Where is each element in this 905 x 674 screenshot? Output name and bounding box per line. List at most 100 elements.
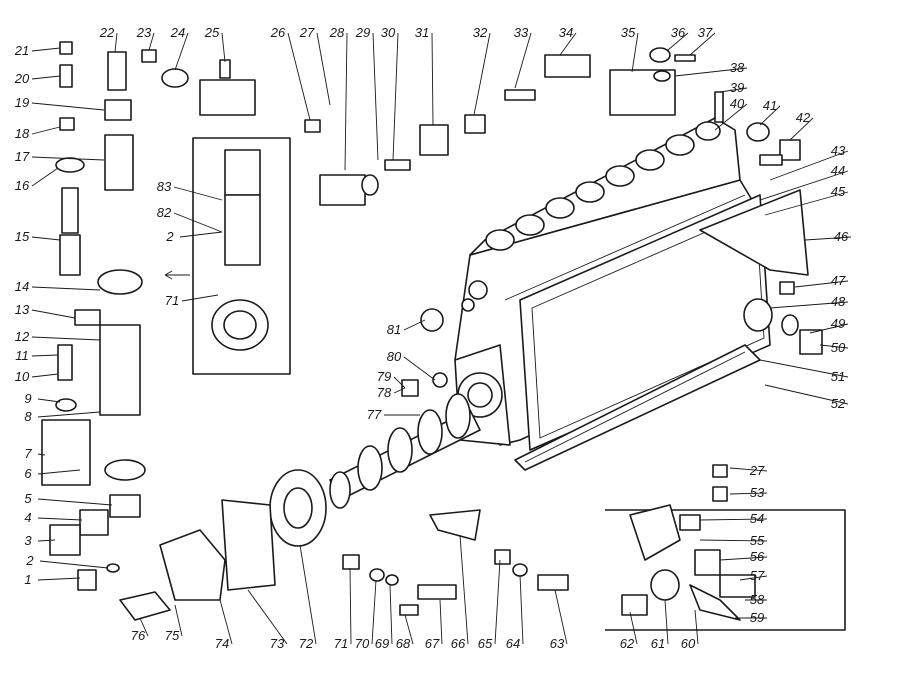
leader-line-32 [473, 32, 491, 116]
leader-line-11 [31, 354, 59, 357]
callout-59: 59 [750, 610, 764, 625]
callout-55: 55 [750, 533, 765, 548]
callout-53: 53 [750, 485, 765, 500]
left-column-parts [41, 41, 256, 591]
callout-14: 14 [15, 279, 29, 294]
housing-bores [485, 121, 721, 251]
callout-74: 74 [215, 636, 229, 651]
callout-18: 18 [15, 126, 30, 141]
leader-line-68 [404, 614, 414, 645]
callout-54: 54 [750, 511, 764, 526]
leader-line-64 [519, 574, 524, 645]
callout-56: 56 [750, 549, 765, 564]
callout-10: 10 [15, 369, 30, 384]
callout-2: 2 [165, 229, 174, 244]
bottom-right-inset [605, 504, 846, 631]
leader-line-72 [299, 544, 317, 645]
leader-line-17 [31, 156, 105, 161]
leader-line-53 [729, 492, 768, 495]
callout-28: 28 [329, 25, 345, 40]
bearing [269, 469, 327, 547]
leader-line-70 [371, 579, 377, 645]
callout-69: 69 [375, 636, 389, 651]
leader-line-6 [37, 469, 81, 475]
leader-line-34 [559, 32, 577, 56]
leader-line-12 [31, 336, 101, 341]
leader-line-38 [674, 67, 748, 77]
callout-19: 19 [15, 95, 29, 110]
callout-45: 45 [831, 184, 846, 199]
leader-line-3 [37, 539, 56, 542]
leader-line-22 [114, 32, 118, 53]
leader-line-67 [439, 599, 443, 645]
leader-line-2 [39, 560, 109, 569]
callout-27: 27 [299, 25, 315, 40]
leader-line-76 [139, 617, 149, 637]
callout-15: 15 [15, 229, 30, 244]
callout-62: 62 [620, 636, 635, 651]
leader-line-4 [37, 517, 83, 521]
leader-line-28 [344, 32, 348, 171]
callout-20: 20 [14, 71, 30, 86]
callout-61: 61 [651, 636, 665, 651]
callout-68: 68 [396, 636, 411, 651]
leader-line-52 [764, 384, 849, 405]
leader-lines [31, 32, 852, 645]
camshaft [329, 393, 481, 509]
callout-42: 42 [796, 110, 811, 125]
leader-line-27 [729, 467, 768, 472]
leader-line-43 [769, 150, 849, 181]
leader-line-55 [699, 539, 768, 542]
callout-75: 75 [165, 628, 180, 643]
leader-line-49 [809, 323, 849, 334]
leader-line-40 [714, 103, 748, 131]
callout-35: 35 [621, 25, 636, 40]
leader-line-21 [31, 47, 61, 52]
leader-line-44 [759, 170, 849, 201]
callout-83: 83 [157, 179, 172, 194]
leader-line-36 [667, 32, 689, 51]
leader-line-81 [403, 319, 426, 331]
leader-line-26 [287, 32, 311, 121]
end-cover [159, 529, 226, 601]
leader-line-69 [389, 584, 393, 645]
callout-24: 24 [170, 25, 185, 40]
callout-12: 12 [15, 329, 30, 344]
callout-39: 39 [730, 80, 744, 95]
callout-49: 49 [831, 316, 845, 331]
leader-line-75 [174, 604, 183, 637]
top-parts [304, 47, 724, 206]
leader-line-33 [514, 32, 532, 89]
leader-line-71 [181, 294, 219, 302]
leader-line-54 [699, 518, 768, 521]
callout-38: 38 [730, 60, 745, 75]
callout-21: 21 [14, 43, 29, 58]
callout-33: 33 [514, 25, 529, 40]
leader-line-25 [221, 32, 226, 63]
callout-58: 58 [750, 592, 765, 607]
leader-line-13 [31, 309, 76, 319]
leader-line-46 [804, 236, 852, 241]
leader-line-66 [459, 534, 469, 645]
leader-line-82 [173, 212, 223, 233]
callout-77: 77 [367, 407, 382, 422]
leader-line-27 [316, 32, 331, 106]
callout-51: 51 [831, 369, 845, 384]
callout-11: 11 [15, 348, 29, 363]
callout-32: 32 [473, 25, 488, 40]
callout-5: 5 [24, 491, 32, 506]
callout-13: 13 [15, 302, 30, 317]
callout-50: 50 [831, 340, 846, 355]
leader-line-18 [31, 126, 61, 135]
callout-16: 16 [15, 178, 30, 193]
callout-71: 71 [165, 293, 179, 308]
leader-line-56 [719, 556, 768, 561]
callout-48: 48 [831, 294, 846, 309]
leader-line-23 [148, 32, 155, 51]
callout-79: 79 [377, 369, 391, 384]
leader-line-62 [629, 611, 638, 645]
leader-line-41 [759, 105, 781, 126]
leader-line-9 [37, 398, 61, 403]
callout-46: 46 [834, 229, 849, 244]
leader-line-78 [393, 387, 406, 394]
